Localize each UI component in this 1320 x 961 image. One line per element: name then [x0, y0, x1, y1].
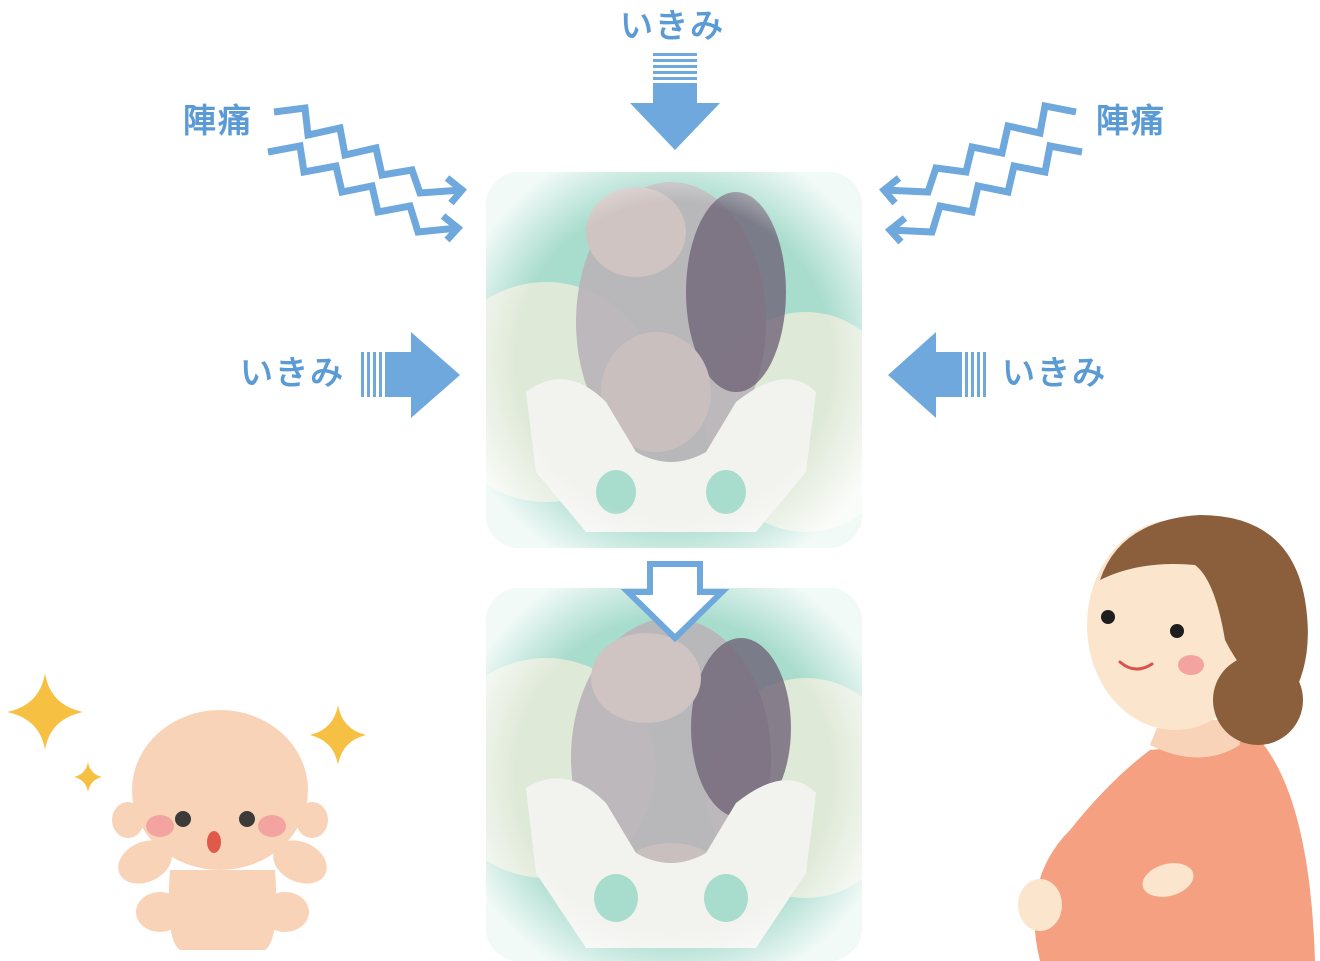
mother-illustration	[1018, 515, 1315, 961]
zigzag-arrow-icon	[884, 106, 1082, 242]
baby-illustration	[111, 710, 334, 950]
right-arrow-icon	[361, 332, 460, 418]
down-arrow-icon	[628, 564, 722, 638]
sparkle-icon	[310, 705, 366, 765]
sparkle-icon	[7, 673, 83, 750]
sparkle-icon	[74, 762, 102, 792]
left-arrow-icon	[888, 332, 986, 418]
zigzag-arrow-icon	[268, 108, 462, 240]
down-arrow-icon	[630, 53, 720, 150]
